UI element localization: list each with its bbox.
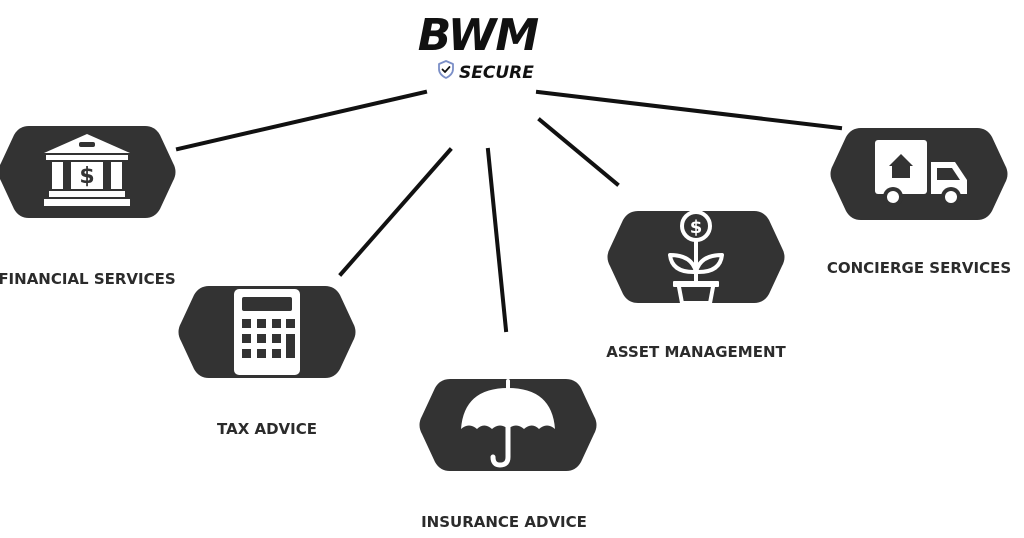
moving-truck-icon	[875, 140, 967, 207]
connector-financial-services	[175, 89, 428, 152]
svg-text:$: $	[690, 217, 703, 238]
node-label: TAX ADVICE	[217, 420, 317, 438]
connector-insurance-advice	[485, 147, 509, 333]
svg-text:$: $	[79, 164, 94, 189]
shield-check-icon	[438, 60, 454, 79]
connector-asset-management	[537, 117, 620, 187]
node-label: INSURANCE ADVICE	[421, 513, 587, 531]
calculator-icon	[234, 289, 300, 375]
node-tax-advice: TAX ADVICE	[178, 286, 356, 438]
bank-icon: $	[44, 134, 130, 206]
connector-tax-advice	[338, 147, 453, 277]
bwm-secure-logo: BWM SECURE	[418, 10, 540, 83]
node-label: ASSET MANAGEMENT	[606, 343, 786, 361]
node-asset-management: $ ASSET MANAGEMENT	[606, 210, 786, 361]
node-label: CONCIERGE SERVICES	[827, 259, 1011, 277]
logo-secure-text: SECURE	[459, 63, 534, 83]
connector-concierge-services	[535, 89, 843, 131]
money-plant-icon: $	[668, 210, 724, 305]
node-label: FINANCIAL SERVICES	[0, 270, 176, 288]
node-insurance-advice: INSURANCE ADVICE	[419, 379, 597, 531]
umbrella-icon	[461, 379, 555, 468]
logo-wordmark: BWM	[418, 10, 539, 61]
node-financial-services: $ FINANCIAL SERVICES	[0, 126, 176, 288]
node-concierge-services: CONCIERGE SERVICES	[827, 128, 1011, 277]
connector-lines	[175, 89, 843, 333]
